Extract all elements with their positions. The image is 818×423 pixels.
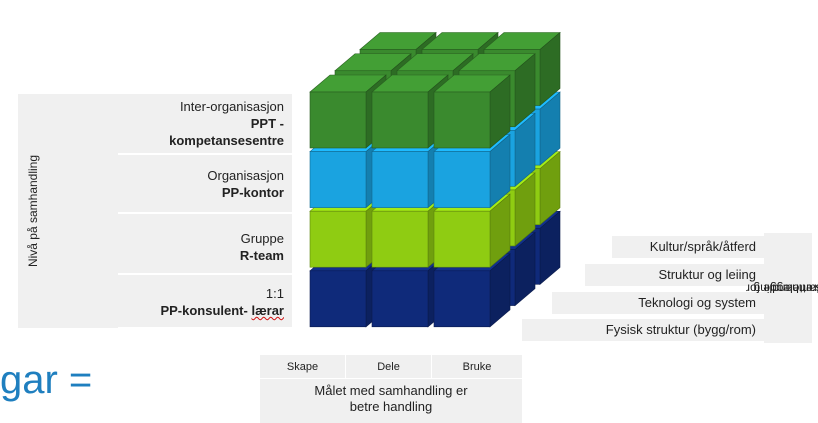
goal-column-skape: Skape xyxy=(260,355,346,379)
goal-axis-title: Målet med samhandling er betre handling xyxy=(260,383,522,415)
right-item-struktur: Struktur og leiing xyxy=(585,264,764,286)
level-inter-organisasjon: Inter-organisasjon PPT - kompetansesentr… xyxy=(118,94,292,154)
level-axis-title: Nivå på samhandling xyxy=(26,154,40,268)
goal-axis-panel: Skape Dele Bruke Målet med samhandling e… xyxy=(260,355,522,423)
level-gruppe: Gruppe R-team xyxy=(118,214,292,274)
fragment-text: gar = xyxy=(0,358,93,402)
cube-l0-d0-c1 xyxy=(371,74,449,149)
right-item-teknologi: Teknologi og system xyxy=(552,292,764,314)
level-organisasjon: Organisasjon PP-kontor xyxy=(118,155,292,213)
level-1-1: 1:1 PP-konsulent- lærar xyxy=(118,275,292,328)
goal-axis-title-line1: Målet med samhandling er xyxy=(314,383,468,398)
level-1-1-dash: - xyxy=(243,303,252,318)
right-item-kultur: Kultur/språk/åtferd xyxy=(612,236,764,258)
level-1-1-role: PP-konsulent xyxy=(160,303,244,318)
right-item-fysisk: Fysisk struktur (bygg/rom) xyxy=(522,319,764,341)
goal-axis-title-line2: betre handling xyxy=(349,399,433,414)
cube-l0-d0-c2 xyxy=(433,74,511,149)
right-axis-title-line2: samhandling xyxy=(753,281,818,296)
level-1-1-teacher: lærar xyxy=(251,303,284,318)
goal-column-dele: Dele xyxy=(346,355,432,379)
goal-column-bruke: Bruke xyxy=(432,355,522,379)
